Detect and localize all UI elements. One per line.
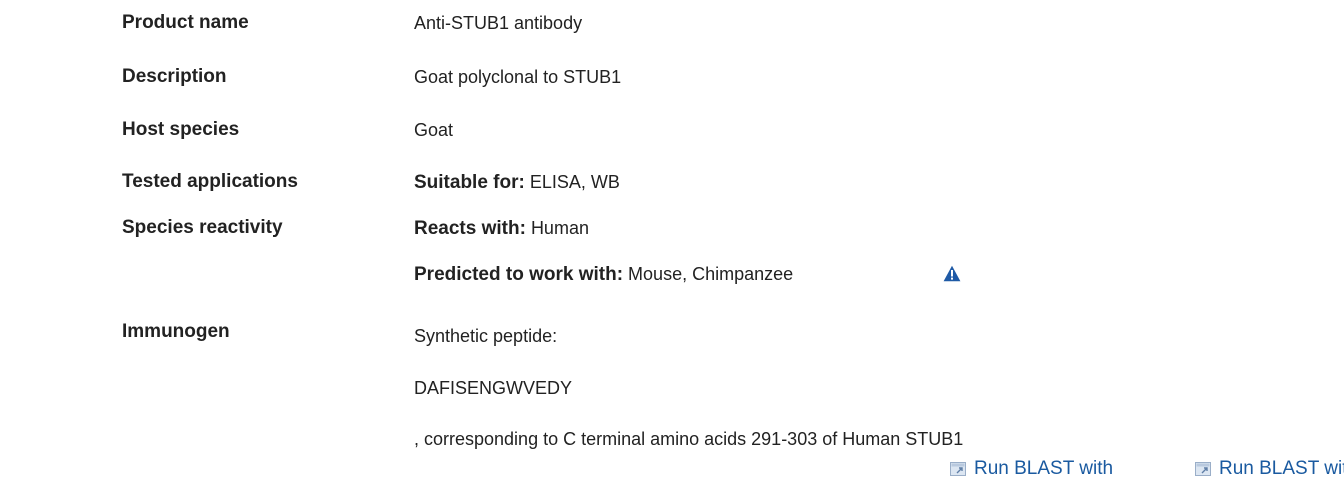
value-product-name: Anti-STUB1 antibody — [414, 13, 583, 33]
run-blast-link-1[interactable]: Run BLAST with — [950, 457, 1113, 481]
label-immunogen: Immunogen — [122, 321, 230, 342]
run-blast-label[interactable]: Run BLAST with — [1219, 458, 1344, 479]
value-host-species: Goat — [414, 120, 454, 140]
suitable-for-value: ELISA, WB — [529, 172, 620, 192]
value-tested-applications: Suitable for: ELISA, WB — [414, 172, 620, 194]
warning-triangle-icon[interactable] — [943, 265, 961, 282]
label-tested-applications: Tested applications — [122, 171, 298, 192]
external-link-icon — [1195, 462, 1211, 476]
immunogen-sequence: DAFISENGWVEDY — [414, 378, 573, 398]
external-link-icon — [950, 462, 966, 476]
immunogen-line-3: , corresponding to C terminal amino acid… — [414, 429, 964, 449]
label-product-name: Product name — [122, 12, 249, 33]
run-blast-label[interactable]: Run BLAST with — [974, 458, 1114, 479]
reacts-with-prefix: Reacts with: — [414, 218, 526, 239]
predicted-value: Mouse, Chimpanzee — [628, 264, 794, 284]
reacts-with-value: Human — [530, 218, 589, 238]
value-reacts-with: Reacts with: Human — [414, 218, 589, 240]
run-blast-link-2[interactable]: Run BLAST with — [1195, 457, 1344, 481]
suitable-for-prefix: Suitable for: — [414, 172, 525, 193]
predicted-prefix: Predicted to work with: — [414, 264, 624, 285]
value-description: Goat polyclonal to STUB1 — [414, 67, 622, 87]
label-host-species: Host species — [122, 119, 240, 140]
value-predicted-to-work-with: Predicted to work with: Mouse, Chimpanze… — [414, 264, 793, 286]
label-description: Description — [122, 66, 227, 87]
immunogen-line-1: Synthetic peptide: — [414, 326, 558, 346]
label-species-reactivity: Species reactivity — [122, 217, 283, 238]
